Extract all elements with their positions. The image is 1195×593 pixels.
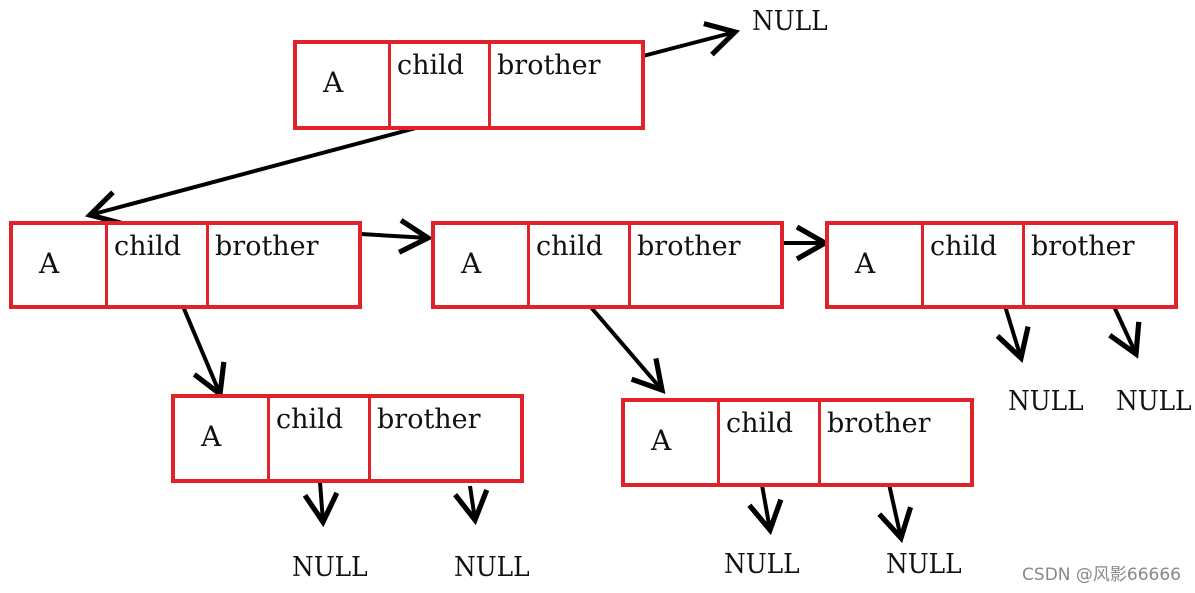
- arrow-l2a-child: [180, 303, 227, 399]
- arrow-l3b-brother-null: [877, 483, 914, 544]
- arrow-l2a-brother: [360, 218, 434, 255]
- null-label-l3a-child: NULL: [292, 552, 368, 583]
- node-child-field: child: [267, 398, 368, 479]
- node-data-field: A: [829, 225, 921, 305]
- watermark-text: CSDN @风影66666: [1022, 565, 1181, 585]
- node-brother-field: brother: [488, 44, 641, 126]
- arrow-root-child: [84, 126, 417, 226]
- node-data-label: A: [201, 420, 222, 453]
- node-child-label: child: [536, 231, 604, 262]
- node-brother-field: brother: [628, 225, 780, 305]
- node-brother-label: brother: [1031, 231, 1135, 262]
- node-data-field: A: [435, 225, 527, 305]
- null-label-l2c-child: NULL: [1008, 386, 1084, 417]
- null-label-l3a-brother: NULL: [454, 552, 530, 583]
- node-child-label: child: [276, 404, 344, 435]
- arrow-l2c-brother-null: [1108, 301, 1142, 359]
- arrow-l3b-child-null: [747, 484, 784, 536]
- node-data-label: A: [39, 247, 60, 280]
- null-label-l3b-brother: NULL: [886, 549, 962, 580]
- node-child-field: child: [717, 402, 818, 483]
- node-child-field: child: [921, 225, 1022, 305]
- arrow-root-brother-null: [642, 21, 741, 58]
- node-data-label: A: [651, 424, 672, 457]
- node-data-label: A: [855, 247, 876, 280]
- tree-node-l2b: A child brother: [431, 221, 784, 309]
- node-data-field: A: [297, 44, 388, 126]
- node-child-label: child: [397, 50, 465, 81]
- node-child-field: child: [527, 225, 628, 305]
- node-data-field: A: [13, 225, 105, 305]
- tree-node-l3b: A child brother: [621, 398, 974, 487]
- node-brother-field: brother: [1022, 225, 1174, 305]
- node-data-field: A: [625, 402, 717, 483]
- node-brother-label: brother: [637, 231, 741, 262]
- node-child-label: child: [930, 231, 998, 262]
- node-child-label: child: [114, 231, 182, 262]
- node-brother-field: brother: [818, 402, 970, 483]
- arrow-l2c-child-null: [995, 305, 1031, 364]
- tree-node-l2c: A child brother: [825, 221, 1178, 309]
- node-brother-field: brother: [368, 398, 520, 479]
- node-child-field: child: [388, 44, 488, 126]
- node-data-field: A: [175, 398, 267, 479]
- node-data-label: A: [461, 247, 482, 280]
- node-brother-label: brother: [215, 231, 319, 262]
- node-child-label: child: [726, 408, 794, 439]
- node-brother-label: brother: [827, 408, 931, 439]
- node-brother-field: brother: [206, 225, 358, 305]
- arrow-l3a-child-null: [302, 481, 340, 528]
- tree-node-root: A child brother: [293, 40, 645, 130]
- null-label-l3b-child: NULL: [724, 549, 800, 580]
- tree-node-l2a: A child brother: [9, 221, 362, 309]
- node-child-field: child: [105, 225, 206, 305]
- node-brother-label: brother: [497, 50, 601, 81]
- arrow-l3a-brother-null: [453, 485, 490, 526]
- null-label-l2c-brother: NULL: [1116, 386, 1192, 417]
- arrow-l2b-child: [587, 303, 666, 394]
- node-brother-label: brother: [377, 404, 481, 435]
- null-label-root-brother: NULL: [752, 6, 828, 37]
- node-data-label: A: [323, 66, 344, 99]
- tree-node-l3a: A child brother: [171, 394, 524, 483]
